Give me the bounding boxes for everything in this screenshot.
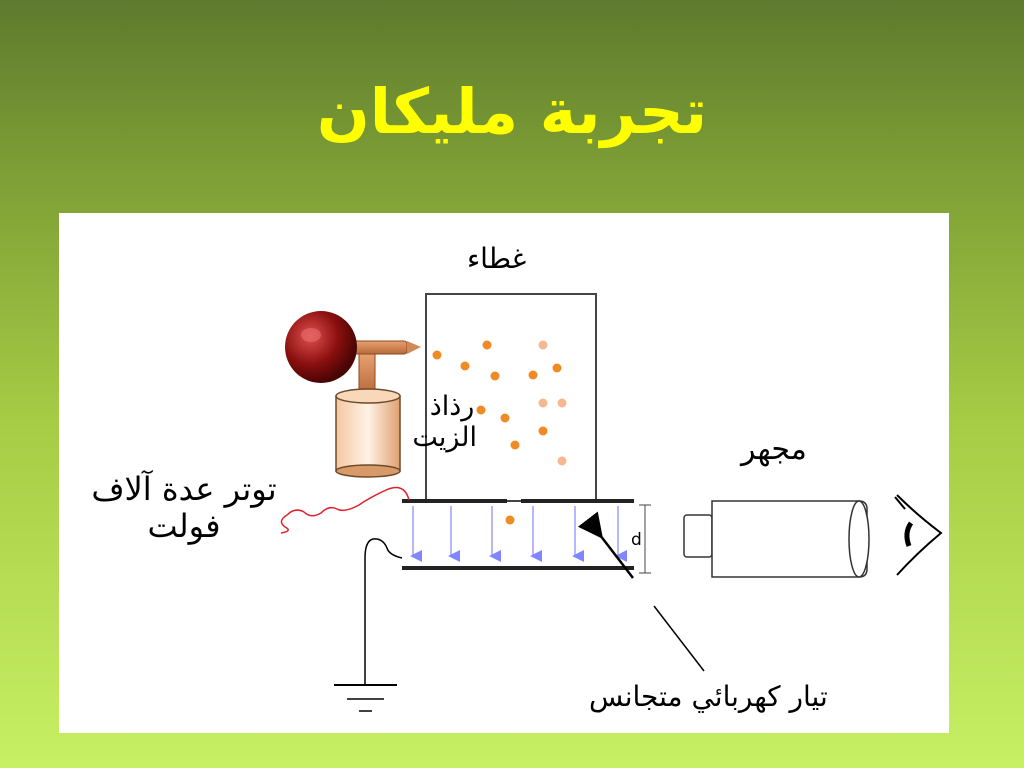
ground-symbol-icon xyxy=(334,684,397,712)
millikan-diagram: غطاء رذاذ الزيت توتر عدة آلاف فولت مجهر … xyxy=(59,213,949,733)
electric-field-arrows xyxy=(410,506,627,562)
cover-label: غطاء xyxy=(467,242,527,275)
slide-title: تجربة مليكان xyxy=(316,75,708,148)
voltage-label: توتر عدة آلاف فولت xyxy=(91,470,277,545)
microscope-icon xyxy=(683,500,870,578)
gap-dimension xyxy=(639,504,651,574)
microscope-label: مجهر xyxy=(741,432,807,467)
uniform-current-label: تيار كهربائي متجانس xyxy=(589,680,828,713)
chamber-box xyxy=(425,293,597,502)
voltage-wire xyxy=(280,486,410,534)
gap-label: d xyxy=(631,530,642,550)
eye-icon xyxy=(894,494,943,576)
oil-spray-label: رذاذ الزيت xyxy=(412,391,477,454)
field-pointer-arrow xyxy=(577,511,634,579)
ground-wire xyxy=(364,538,403,685)
current-leader-line xyxy=(653,605,705,672)
oil-droplets xyxy=(432,340,567,525)
diagram-drawing xyxy=(280,293,943,712)
atomizer-bulb-icon xyxy=(285,311,421,478)
